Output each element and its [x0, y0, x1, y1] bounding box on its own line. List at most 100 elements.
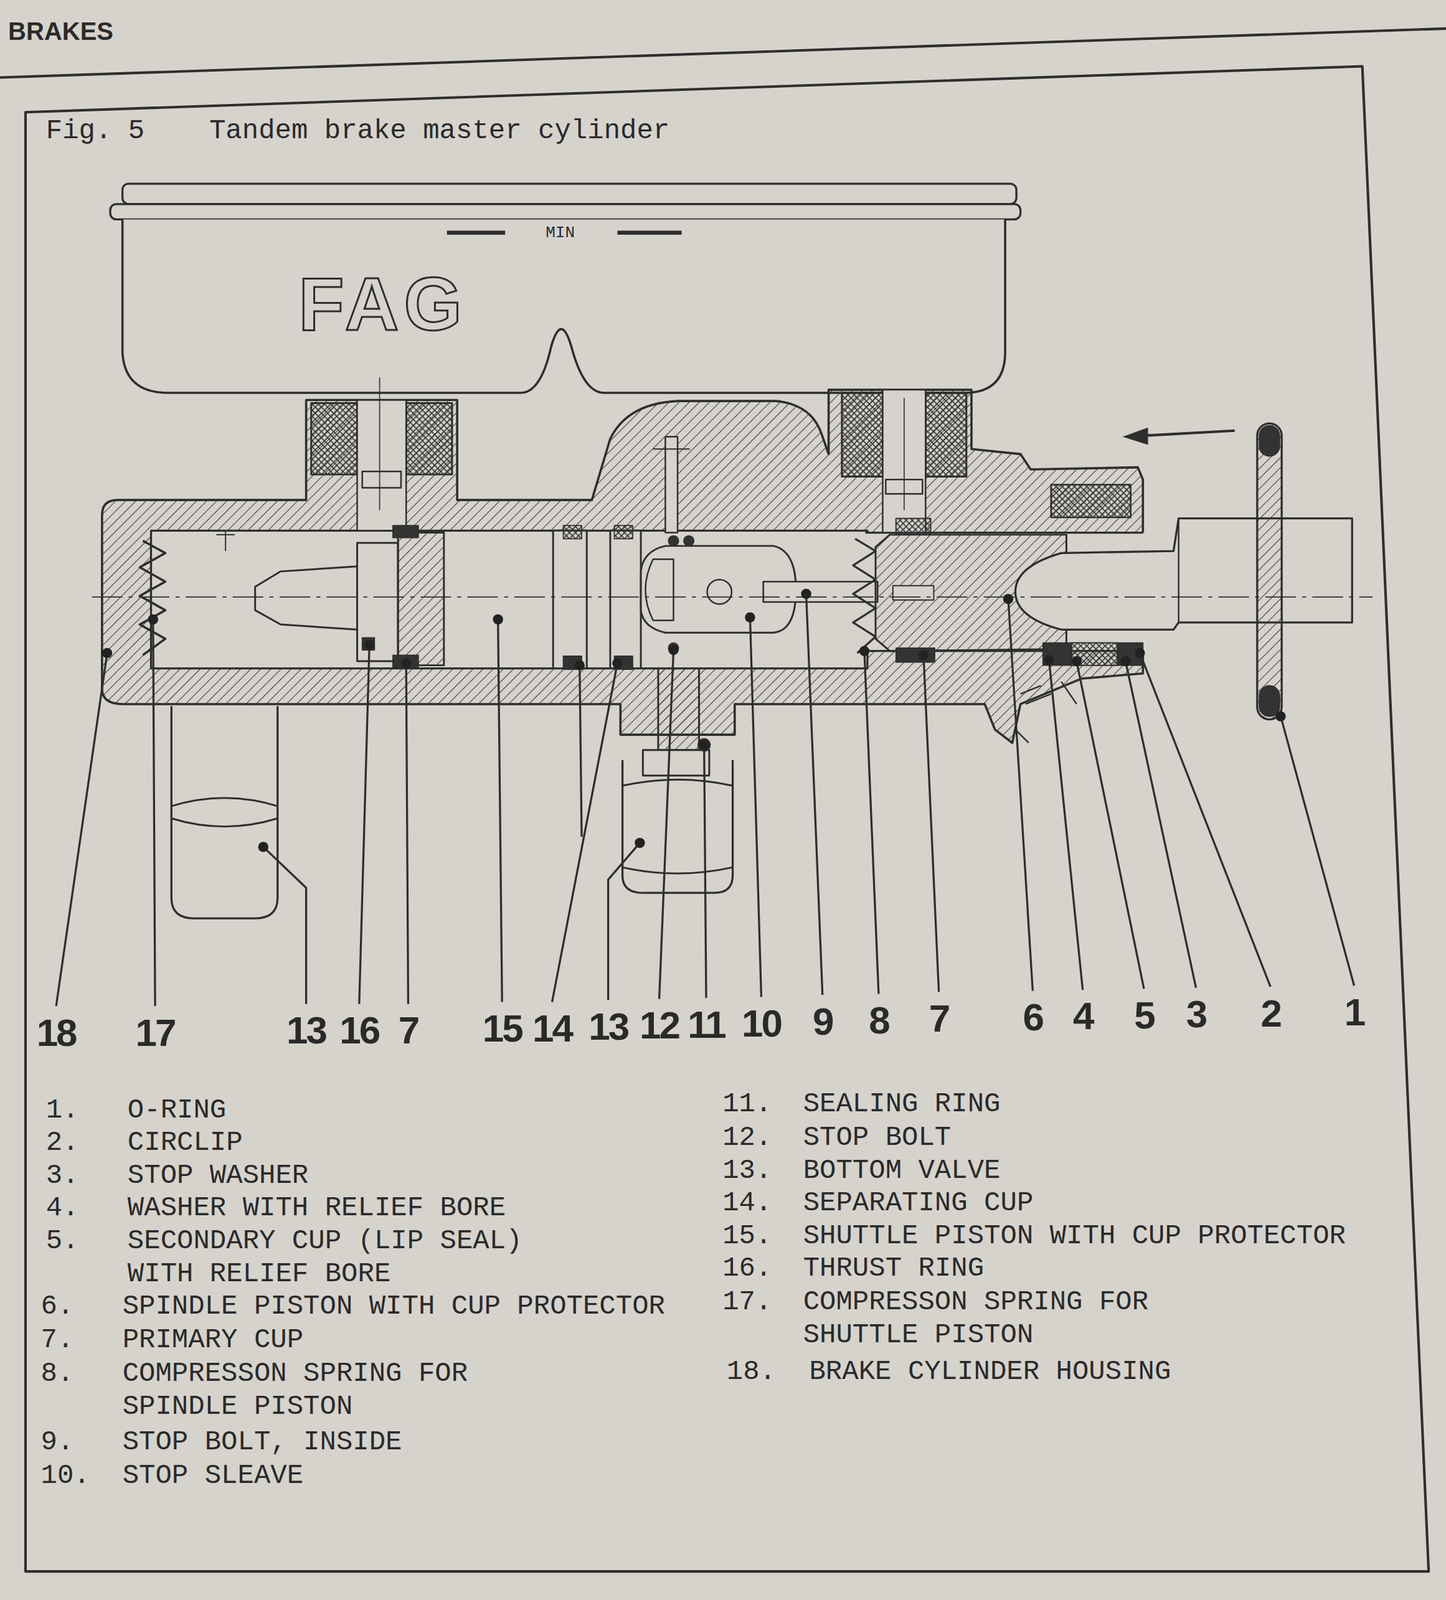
reservoir-body	[122, 219, 1006, 393]
part-name: STOP SLEAVE	[122, 1459, 304, 1493]
part-number: 2.	[46, 1126, 80, 1160]
figure-number: Fig. 5	[46, 114, 145, 148]
part-number: 12.	[722, 1121, 772, 1155]
part-name: BOTTOM VALVE	[803, 1154, 1001, 1188]
callout-number: 4	[1072, 997, 1093, 1036]
part-name: CIRCLIP	[127, 1126, 243, 1160]
primary-cup	[397, 533, 445, 666]
part-number: 7.	[41, 1323, 75, 1357]
shuttle-piston-nose	[255, 566, 358, 631]
callout-number: 17	[135, 1013, 175, 1053]
part-name: SPINDLE PISTON WITH CUP PROTECTOR	[122, 1290, 666, 1324]
fitting-hex	[622, 779, 733, 874]
callout-number: 9	[812, 1002, 832, 1042]
circlip-block	[1051, 485, 1131, 518]
leader-dots	[102, 589, 1286, 853]
separating-cup	[552, 530, 587, 669]
pin-end	[1259, 685, 1280, 717]
part-name: THRUST RING	[803, 1252, 984, 1286]
part-number: 3.	[46, 1159, 80, 1193]
callout-number: 14	[532, 1009, 572, 1049]
part-name: SECONDARY CUP (LIP SEAL) WITH RELIEF BOR…	[127, 1224, 539, 1291]
primary-cup	[896, 648, 935, 663]
callout-number: 1	[1344, 993, 1364, 1032]
part-number: 9.	[41, 1426, 75, 1460]
push-rod	[1015, 518, 1352, 631]
part-name: O-RING	[127, 1094, 227, 1128]
port-channel	[357, 400, 407, 532]
callout-number: 5	[1134, 996, 1154, 1035]
level-mark: MIN	[545, 224, 575, 241]
spindle-spring	[853, 538, 876, 654]
part-name: WASHER WITH RELIEF BORE	[127, 1191, 506, 1225]
callout-number: 2	[1260, 994, 1280, 1034]
cup-protector	[224, 530, 227, 552]
callout-number: 15	[482, 1009, 522, 1049]
thrust-ring	[357, 543, 399, 662]
reservoir-rim	[110, 204, 1021, 220]
grommet	[925, 392, 967, 477]
part-number: 17.	[722, 1285, 772, 1319]
grommet	[311, 402, 358, 475]
callout-number: 3	[1186, 995, 1206, 1034]
sealing-ring	[698, 739, 711, 752]
seal	[614, 525, 633, 539]
callout-number: 7	[398, 1011, 418, 1050]
push-rod-step	[1177, 518, 1179, 623]
port-axis	[903, 397, 905, 511]
port-valve	[362, 471, 402, 488]
callout-number: 7	[929, 999, 949, 1039]
port-channel	[882, 389, 926, 533]
part-number: 14.	[722, 1186, 772, 1220]
part-name: SHUTTLE PISTON WITH CUP PROTECTOR	[803, 1219, 1346, 1253]
part-name: SEALING RING	[803, 1087, 1001, 1121]
part-number: 1.	[46, 1094, 80, 1128]
figure-frame	[25, 66, 1429, 1573]
callout-number: 11	[687, 1005, 725, 1045]
leader-lines	[56, 594, 1354, 1007]
part-name: PRIMARY CUP	[122, 1323, 304, 1357]
min-mark	[447, 230, 506, 235]
separating-cup	[610, 530, 641, 669]
secondary-seal	[1043, 643, 1072, 666]
seal	[392, 525, 419, 539]
outlet-fitting	[171, 706, 278, 919]
stop-bolt-head	[642, 750, 710, 776]
part-number: 6.	[41, 1290, 75, 1324]
callout-number: 12	[639, 1006, 679, 1045]
stop-bolt	[658, 668, 700, 751]
part-number: 10.	[41, 1459, 91, 1493]
part-number: 13.	[722, 1154, 772, 1188]
callout-number: 10	[741, 1004, 781, 1044]
brand-mark: FAG	[298, 266, 468, 342]
min-mark	[617, 230, 682, 235]
seal	[563, 525, 582, 539]
centre-line	[91, 596, 1373, 598]
callout-number: 8	[868, 1001, 889, 1040]
flange-marks	[1015, 681, 1077, 743]
fitting-hex	[171, 798, 278, 827]
bore	[151, 530, 868, 669]
part-name: BRAKE CYLINDER HOUSING	[808, 1355, 1171, 1389]
part-number: 4.	[46, 1191, 80, 1225]
grommet	[406, 402, 453, 475]
part-name: STOP WASHER	[127, 1159, 309, 1193]
part-number: 15.	[722, 1219, 772, 1253]
figure-title: Tandem brake master cylinder	[209, 114, 670, 148]
seal-dot	[668, 535, 679, 546]
part-number: 11.	[722, 1087, 772, 1121]
outlet-fitting	[622, 760, 733, 894]
seal	[362, 637, 375, 651]
sleeve-cup	[645, 559, 674, 621]
part-name: COMPRESSON SPRING FOR SHUTTLE PISTON	[803, 1285, 1215, 1352]
part-number: 5.	[46, 1224, 80, 1258]
arrow-head	[1122, 427, 1149, 446]
top-stop-bolt	[665, 437, 678, 534]
callout-number: 13	[286, 1011, 326, 1050]
direction-arrow	[1142, 430, 1235, 436]
part-number: 18.	[726, 1355, 776, 1389]
part-number: 8.	[41, 1357, 75, 1391]
callout-number: 13	[588, 1007, 628, 1047]
part-number: 16.	[722, 1252, 772, 1286]
